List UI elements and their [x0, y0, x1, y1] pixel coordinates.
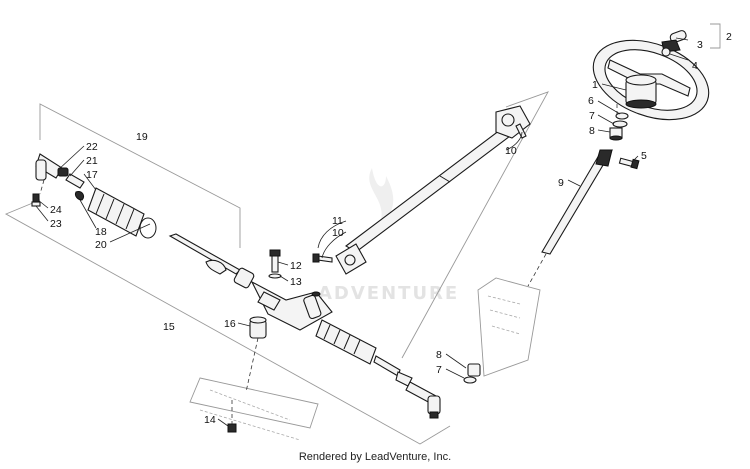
- steering-shaft: [541, 149, 613, 255]
- callout-2: 2: [726, 31, 732, 43]
- footer-credit: Rendered by LeadVenture, Inc.: [298, 451, 452, 463]
- guide-lines: [39, 104, 618, 424]
- callout-16: 16: [224, 318, 236, 330]
- callout-21: 21: [86, 155, 98, 167]
- steering-rack: [168, 233, 401, 377]
- group-frames: [4, 23, 721, 445]
- callout-8-top: 8: [589, 125, 595, 137]
- bolt-12-13: [268, 249, 282, 279]
- steering-wheel: [592, 39, 710, 121]
- callout-19: 19: [136, 131, 148, 143]
- callout-4: 4: [692, 60, 698, 72]
- bolt-5: [618, 157, 640, 170]
- chassis-right: [463, 277, 541, 384]
- frame-column: [401, 91, 549, 359]
- callout-18: 18: [95, 226, 107, 238]
- callout-17: 17: [86, 169, 98, 181]
- intermediate-shaft: [335, 105, 531, 275]
- callout-15: 15: [163, 321, 175, 333]
- callout-24: 24: [50, 204, 62, 216]
- callout-12: 12: [290, 260, 302, 272]
- bolts-10: [312, 123, 527, 263]
- watermark-flame-icon: [369, 168, 394, 228]
- callout-10-top: 10: [505, 145, 517, 157]
- callout-8-bottom: 8: [436, 349, 442, 361]
- bushing-16: [249, 316, 267, 339]
- callout-5: 5: [641, 150, 647, 162]
- nut-14: [227, 423, 237, 433]
- callout-20: 20: [95, 239, 107, 251]
- callout-11: 11: [332, 215, 343, 227]
- leader-lines: [35, 37, 689, 427]
- callouts: 1 2 3 4 5 6 7 8 9 10 11 10 12 13 14 15 1…: [50, 31, 732, 426]
- column-top-hardware: [609, 112, 629, 141]
- callout-13: 13: [290, 276, 302, 288]
- callout-22: 22: [86, 141, 98, 153]
- callout-10-bottom: 10: [332, 227, 344, 239]
- callout-3: 3: [697, 39, 703, 51]
- frame-15: [4, 199, 451, 445]
- tie-rod-left: [31, 153, 157, 239]
- tie-rod-end-right: [395, 371, 441, 419]
- callout-14: 14: [204, 414, 216, 426]
- watermark: ADVENTURE: [318, 168, 459, 304]
- steering-cap: [661, 30, 687, 57]
- callout-7-top: 7: [589, 110, 595, 122]
- callout-1: 1: [592, 79, 598, 91]
- frame-2: [710, 23, 721, 49]
- callout-6: 6: [588, 95, 594, 107]
- callout-23: 23: [50, 218, 62, 230]
- frame-19: [39, 103, 241, 248]
- callout-7-bottom: 7: [436, 364, 442, 376]
- chassis-lower: [189, 377, 319, 441]
- watermark-text: ADVENTURE: [318, 283, 459, 304]
- callout-9: 9: [558, 177, 564, 189]
